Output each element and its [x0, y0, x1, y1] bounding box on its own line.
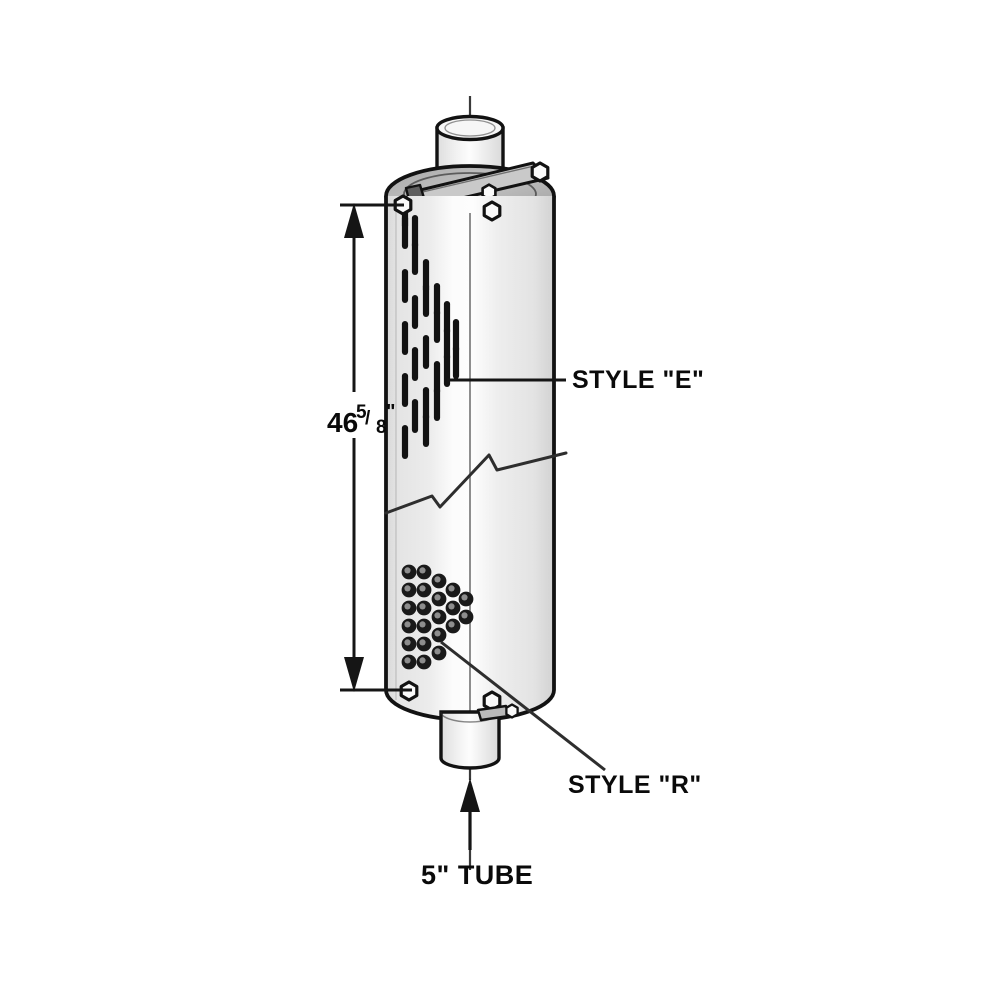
flow-arrow-inlet: [460, 778, 480, 850]
z-break-line: [384, 451, 568, 515]
dimension-fraction-slash: /: [365, 408, 371, 429]
callout-label-style-r: STYLE "R": [568, 771, 702, 799]
callout-style-r: STYLE "R": [440, 640, 702, 799]
callout-inlet-tube: 5" TUBE: [421, 860, 533, 890]
leader-line-style-r: [440, 640, 606, 772]
inlet-tube-label: 5" TUBE: [421, 860, 533, 890]
dimension-numerator: 5: [356, 402, 367, 423]
dimension-overall-length: 46 5 / 8 ": [327, 203, 412, 692]
hex-bolt-upper-right: [482, 200, 502, 222]
dimension-inch-mark: ": [386, 401, 395, 423]
dimension-whole-number: 46: [327, 407, 358, 438]
hex-bolt-strap: [530, 161, 550, 183]
callout-style-e: STYLE "E": [447, 366, 704, 394]
inlet-tube-stub: [439, 703, 519, 770]
callout-label-style-e: STYLE "E": [572, 366, 704, 394]
hex-bolt-inlet: [505, 703, 519, 719]
dimension-denominator: 8: [376, 417, 387, 438]
